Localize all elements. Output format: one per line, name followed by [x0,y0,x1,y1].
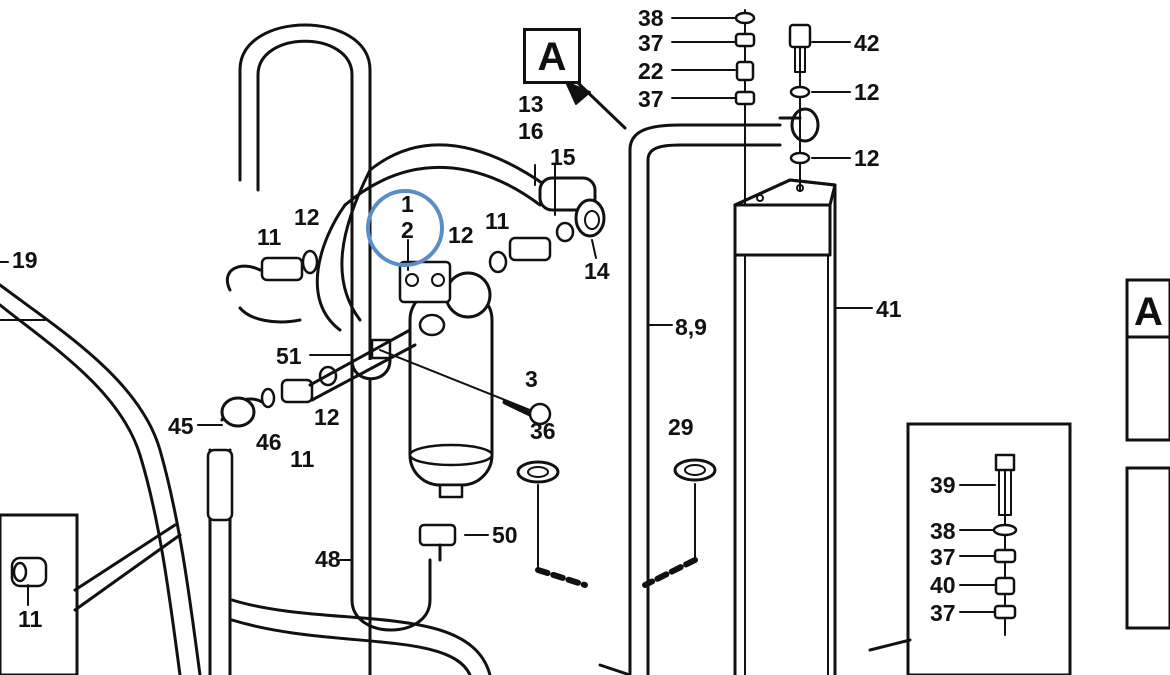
part-label-36[interactable]: 36 [530,418,556,444]
part-label-16[interactable]: 16 [518,118,544,144]
upper-hose-inner [343,166,542,207]
part-label-13[interactable]: 13 [518,91,544,117]
part-label-50[interactable]: 50 [492,522,518,548]
part-label-37[interactable]: 37 [930,600,956,626]
part-label-11[interactable]: 11 [485,208,510,234]
part-label-37[interactable]: 37 [638,30,664,56]
detail-box-right-1 [1125,278,1170,442]
part-label-45[interactable]: 45 [168,413,194,439]
detail-box-bottom-left [0,513,79,675]
part-label-40[interactable]: 40 [930,572,956,598]
view-a-label-right: A [1134,290,1163,334]
part-label-14[interactable]: 14 [584,258,610,284]
part-label-38[interactable]: 38 [638,5,664,31]
detail-box-bottom-right [906,422,1072,675]
part-label-15[interactable]: 15 [550,144,576,170]
part-label-39[interactable]: 39 [930,472,956,498]
part-label-38[interactable]: 38 [930,518,956,544]
detail-box-right-2 [1125,466,1170,630]
part-label-11[interactable]: 11 [290,446,315,472]
left-hose-outer [0,283,202,675]
part-label-48[interactable]: 48 [315,546,341,572]
part-label-1[interactable]: 1 [401,191,414,217]
part-label-29[interactable]: 29 [668,414,694,440]
part-label-42[interactable]: 42 [854,30,880,56]
upper-hose-outer [368,143,547,187]
view-a-label: A [537,35,567,79]
part-label-37[interactable]: 37 [638,86,664,112]
top-u-hose-inner [256,39,432,632]
part-label-3[interactable]: 3 [525,366,538,392]
part-label-11[interactable]: 11 [257,224,282,250]
left-hose-inner [0,303,182,675]
part-label-12[interactable]: 12 [294,204,320,230]
highlight-circle [366,189,444,267]
part-label-51[interactable]: 51 [276,343,302,369]
part-label-46[interactable]: 46 [256,429,282,455]
view-a-callout[interactable]: A [523,28,581,84]
part-label-12[interactable]: 12 [448,222,474,248]
part-label-2[interactable]: 2 [401,217,414,243]
part-label-22[interactable]: 22 [638,58,664,84]
top-u-hose-outer [238,23,372,675]
pipe-8-9 [628,123,782,675]
part-label-11[interactable]: 11 [18,606,43,632]
part-label-19[interactable]: 19 [12,247,38,273]
part-label-8-9[interactable]: 8,9 [675,314,707,340]
part-label-12[interactable]: 12 [314,404,340,430]
part-label-37[interactable]: 37 [930,544,956,570]
part-label-12[interactable]: 12 [854,145,880,171]
part-label-41[interactable]: 41 [876,296,902,322]
part-label-12[interactable]: 12 [854,79,880,105]
